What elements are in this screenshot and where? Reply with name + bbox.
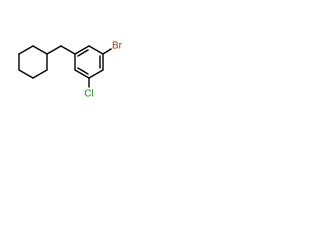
bond-cy-1	[32, 45, 48, 55]
bond-ar-1	[60, 45, 76, 55]
bond-ar-5	[88, 69, 104, 79]
cyclohexyl-ring	[18, 45, 48, 79]
bond-ar-2	[74, 45, 90, 55]
double-bond-ar-c	[77, 67, 89, 75]
bond-ar-3	[88, 45, 104, 55]
benzene-ring	[60, 45, 104, 79]
bond-ring-link	[46, 45, 62, 55]
bromine-label: Br	[112, 41, 123, 52]
double-bond-ar-a	[77, 49, 89, 57]
bond-to-bromine	[102, 48, 112, 55]
chlorine-label: Cl	[84, 89, 93, 100]
bond-cy-5	[32, 69, 48, 79]
bond-cy-4	[18, 69, 34, 79]
bond-ar-6	[74, 69, 90, 79]
bond-cy-2	[18, 45, 34, 55]
molecule-structure: Br Cl	[18, 41, 123, 100]
